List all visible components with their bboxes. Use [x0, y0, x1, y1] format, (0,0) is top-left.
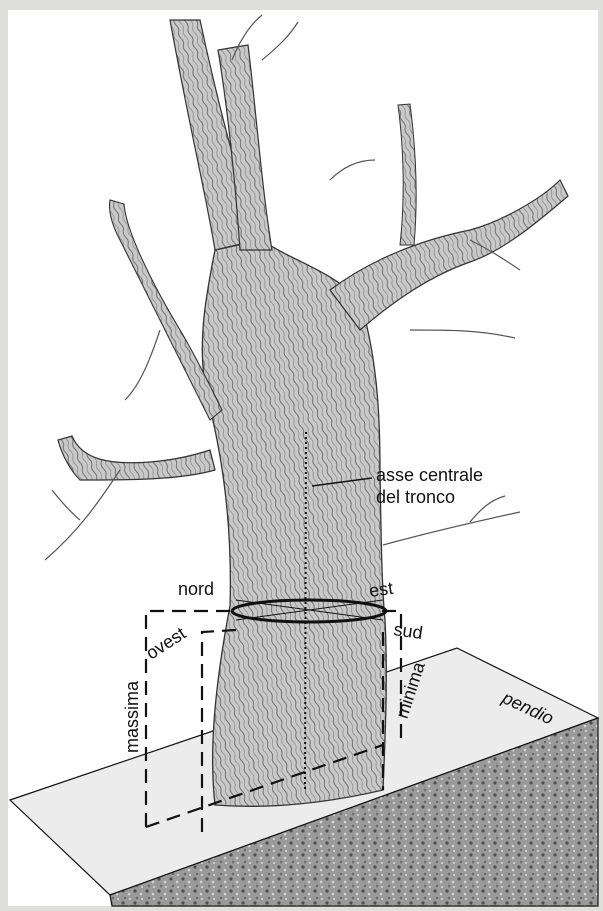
label-est: est [368, 578, 395, 601]
label-axis-line2: del tronco [376, 487, 455, 507]
label-sud: sud [392, 619, 424, 643]
label-nord: nord [178, 579, 214, 599]
label-axis-line1: asse centrale [376, 465, 483, 485]
label-massima: massima [122, 680, 142, 753]
